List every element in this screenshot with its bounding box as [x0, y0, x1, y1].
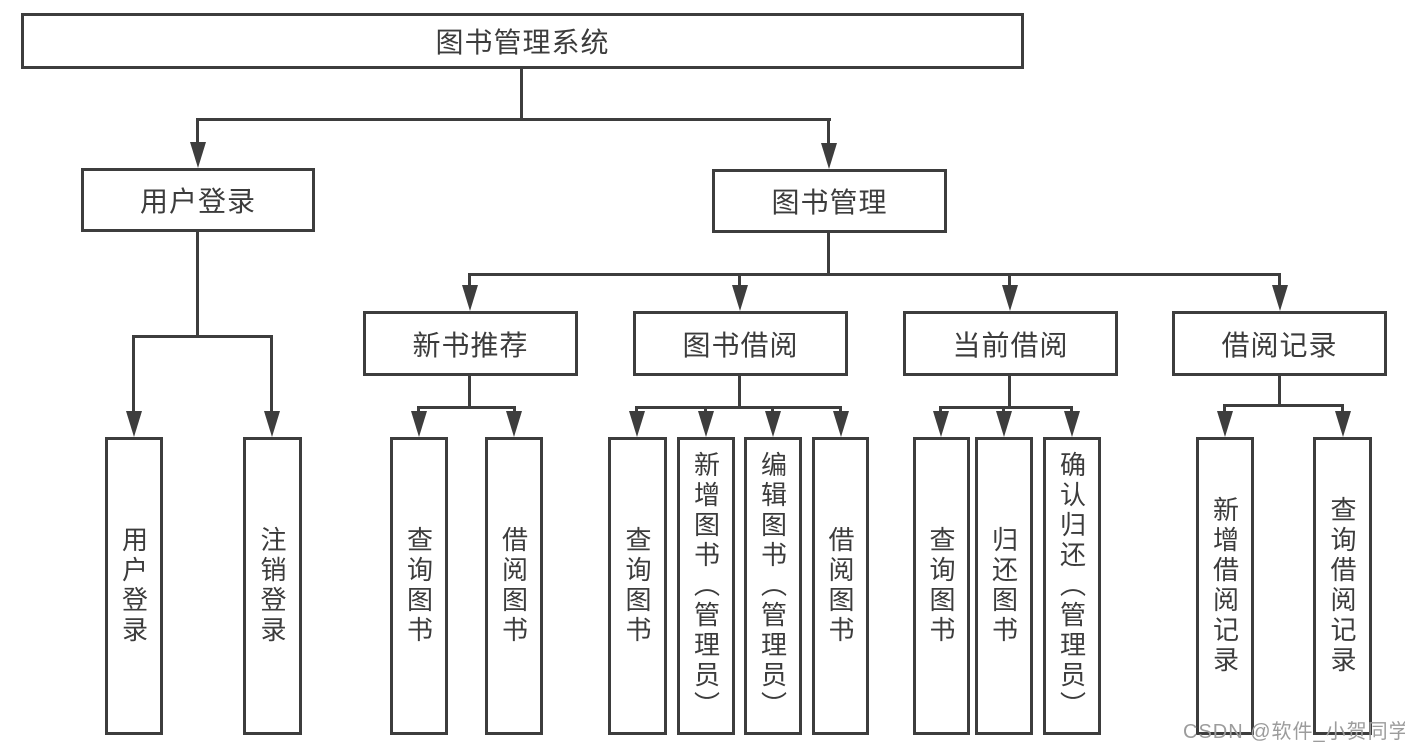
arrow-down-icon: [765, 411, 781, 437]
connector-vline: [196, 230, 199, 337]
node-root-label: 图书管理系统: [435, 27, 610, 58]
leaf-query-borrow-record: 查询借阅记录: [1313, 437, 1372, 735]
arrow-down-icon: [933, 411, 949, 437]
leaf-borrow-books: 借阅图书: [812, 437, 869, 735]
connector-vline: [1002, 406, 1005, 415]
connector-vline: [417, 406, 420, 415]
connector-vline: [132, 335, 135, 415]
connector-vline: [1223, 404, 1226, 415]
leaf-query-borrow-record-label: 查询借阅记录: [1327, 496, 1357, 676]
node-current-borrow: 当前借阅: [903, 311, 1118, 376]
arrow-down-icon: [506, 411, 522, 437]
connector-hline: [468, 273, 1281, 276]
leaf-borrow-books-recommend-label: 借阅图书: [498, 526, 529, 646]
node-new-book-recommend-label: 新书推荐: [412, 329, 529, 361]
connector-vline: [839, 406, 842, 415]
leaf-query-books-borrow: 查询图书: [608, 437, 667, 735]
leaf-add-books-admin-label: 新增图书（管理员）: [690, 451, 721, 721]
node-user-login: 用户登录: [81, 168, 315, 232]
connector-vline: [738, 273, 741, 289]
connector-hline: [196, 118, 831, 121]
node-current-borrow-label: 当前借阅: [952, 329, 1069, 361]
leaf-borrow-books-recommend: 借阅图书: [485, 437, 543, 735]
connector-vline: [1278, 374, 1281, 407]
leaf-return-books-label: 归还图书: [988, 526, 1019, 646]
connector-vline: [1278, 273, 1281, 289]
leaf-confirm-return-admin: 确认归还（管理员）: [1043, 437, 1101, 735]
arrow-down-icon: [1217, 411, 1233, 437]
arrow-down-icon: [264, 411, 280, 437]
leaf-borrow-books-label: 借阅图书: [825, 526, 855, 646]
arrow-down-icon: [1272, 285, 1288, 311]
leaf-add-books-admin: 新增图书（管理员）: [677, 437, 735, 735]
arrow-down-icon: [629, 411, 645, 437]
arrow-down-icon: [833, 411, 849, 437]
connector-vline: [468, 374, 471, 409]
connector-vline: [513, 406, 516, 415]
arrow-down-icon: [821, 143, 837, 169]
connector-vline: [270, 335, 273, 415]
leaf-user-login: 用户登录: [105, 437, 163, 735]
leaf-add-borrow-record-label: 新增借阅记录: [1209, 496, 1240, 676]
leaf-logout: 注销登录: [243, 437, 302, 735]
leaf-logout-label: 注销登录: [257, 526, 287, 646]
arrow-down-icon: [1002, 285, 1018, 311]
connector-vline: [1008, 273, 1011, 289]
connector-vline: [1070, 406, 1073, 415]
connector-vline: [520, 67, 523, 120]
arrow-down-icon: [1064, 411, 1080, 437]
leaf-user-login-label: 用户登录: [118, 526, 149, 646]
leaf-confirm-return-admin-label: 确认归还（管理员）: [1056, 451, 1087, 721]
connector-vline: [704, 406, 707, 415]
connector-hline: [635, 406, 842, 409]
connector-vline: [827, 231, 830, 275]
node-book-borrow-label: 图书借阅: [682, 329, 799, 361]
connector-hline: [132, 335, 273, 338]
node-borrow-records: 借阅记录: [1172, 311, 1387, 376]
connector-vline: [468, 273, 471, 289]
connector-hline: [939, 406, 1073, 409]
connector-hline: [1223, 404, 1344, 407]
leaf-edit-books-admin-label: 编辑图书（管理员）: [757, 451, 788, 721]
node-book-management-label: 图书管理: [771, 187, 888, 218]
csdn-watermark: CSDN @软件_小贺同学: [1183, 721, 1405, 743]
node-root: 图书管理系统: [21, 13, 1024, 69]
arrow-down-icon: [732, 285, 748, 311]
arrow-down-icon: [190, 142, 206, 168]
arrow-down-icon: [411, 411, 427, 437]
leaf-query-books-recommend: 查询图书: [390, 437, 448, 735]
node-book-borrow: 图书借阅: [633, 311, 848, 376]
connector-vline: [196, 118, 199, 146]
arrow-down-icon: [996, 411, 1012, 437]
node-user-login-label: 用户登录: [139, 186, 256, 217]
arrow-down-icon: [1335, 411, 1351, 437]
leaf-return-books: 归还图书: [975, 437, 1033, 735]
connector-vline: [738, 374, 741, 409]
connector-vline: [1008, 374, 1011, 409]
arrow-down-icon: [462, 285, 478, 311]
connector-vline: [939, 406, 942, 415]
connector-vline: [771, 406, 774, 415]
leaf-query-books-current-label: 查询图书: [926, 526, 956, 646]
node-borrow-records-label: 借阅记录: [1221, 329, 1338, 361]
node-new-book-recommend: 新书推荐: [363, 311, 578, 376]
leaf-query-books-current: 查询图书: [913, 437, 970, 735]
leaf-edit-books-admin: 编辑图书（管理员）: [744, 437, 802, 735]
leaf-add-borrow-record: 新增借阅记录: [1196, 437, 1254, 735]
arrow-down-icon: [126, 411, 142, 437]
node-book-management: 图书管理: [712, 169, 947, 233]
connector-vline: [1341, 404, 1344, 415]
leaf-query-books-recommend-label: 查询图书: [403, 526, 434, 646]
arrow-down-icon: [698, 411, 714, 437]
connector-vline: [827, 118, 830, 146]
connector-hline: [417, 406, 516, 409]
leaf-query-books-borrow-label: 查询图书: [622, 526, 652, 646]
connector-vline: [635, 406, 638, 415]
